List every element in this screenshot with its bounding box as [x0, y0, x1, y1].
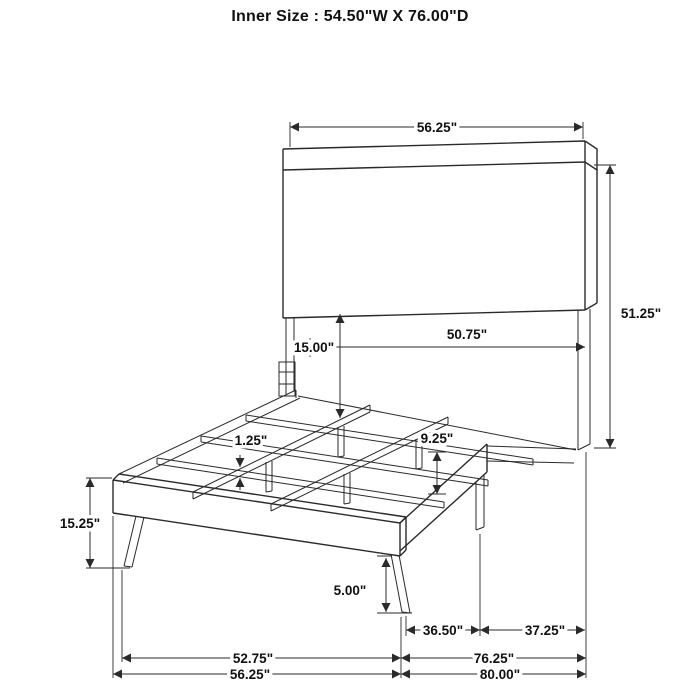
rail-head-leg — [475, 475, 485, 531]
label-footboard-height: 15.25" — [60, 516, 100, 531]
label-headboard-inner-width: 50.75" — [447, 327, 487, 342]
headboard — [278, 140, 598, 451]
diagram-title: Inner Size : 54.50"W X 76.00"D — [231, 8, 469, 25]
label-inner-rail-depth: 76.25" — [474, 651, 514, 666]
label-overall-width: 56.25" — [230, 667, 270, 682]
label-rail-support-height: 9.25" — [421, 431, 454, 446]
label-foot-to-center-leg: 36.50" — [423, 623, 463, 638]
label-slat-thickness: 1.25" — [235, 433, 268, 448]
rail-bracket — [278, 361, 296, 397]
footboard — [112, 473, 411, 614]
foot-legs — [123, 515, 411, 614]
slats — [156, 414, 534, 509]
dimension-lines — [85, 122, 615, 679]
dimension-labels: 56.25" 51.25" 50.75" 15.00" 1.25" 9.25" … — [56, 117, 664, 686]
side-rails — [118, 389, 577, 552]
label-leg-height: 5.00" — [334, 583, 367, 598]
label-headboard-height: 51.25" — [621, 306, 661, 321]
label-headboard-bottom-gap: 15.00" — [294, 340, 334, 355]
label-inner-foot-width: 52.75" — [233, 651, 273, 666]
label-overall-depth: 80.00" — [480, 667, 520, 682]
label-center-leg-to-head: 37.25" — [525, 623, 565, 638]
label-headboard-width: 56.25" — [417, 120, 457, 135]
